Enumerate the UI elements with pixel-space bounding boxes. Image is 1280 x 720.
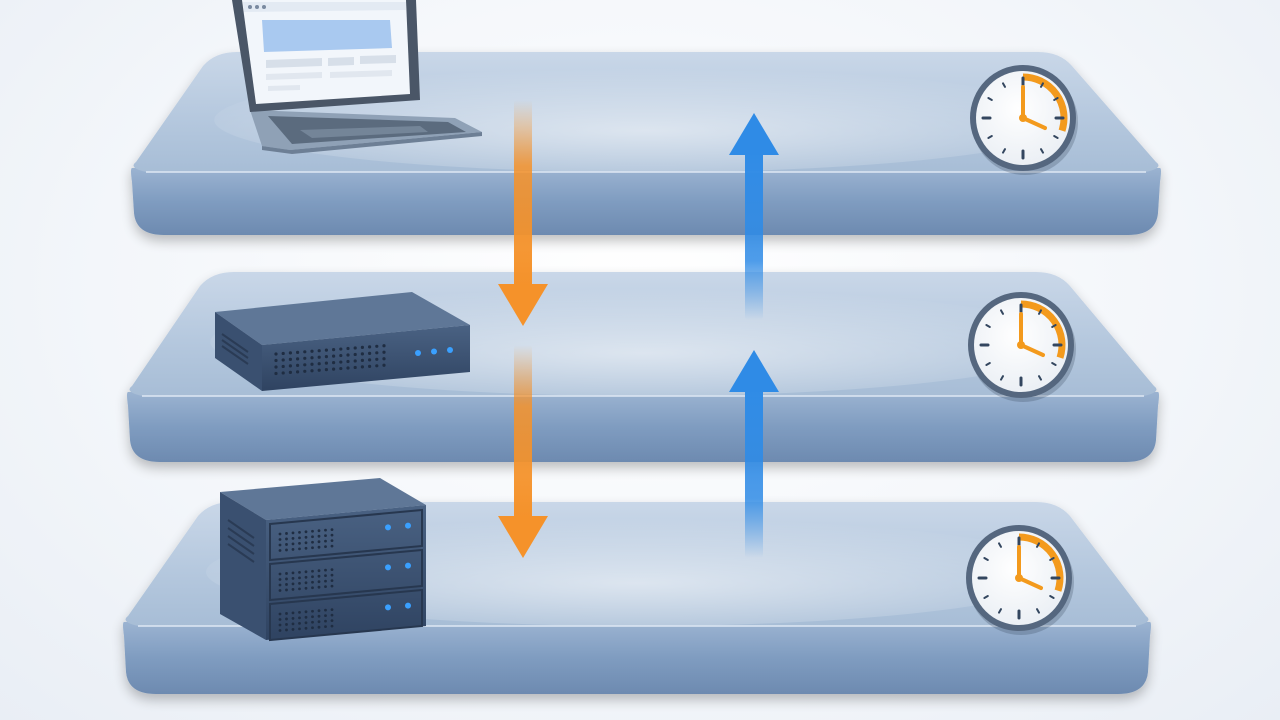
network-appliance-icon [215,292,470,391]
status-led [431,348,437,355]
clock-icon [966,525,1074,635]
platform-side [123,622,1151,694]
status-led [447,347,453,353]
status-led [385,524,391,531]
clock-icon [968,292,1076,402]
request-arrow-down-1 [498,100,548,326]
laptop-icon [232,0,482,154]
clock-icon [970,65,1078,175]
request-arrow-down-2 [498,345,548,558]
status-led [385,564,391,571]
platform-side [131,168,1161,235]
status-led [415,350,421,356]
elapsed-time-arc [1018,533,1064,592]
platform-highlight [214,67,1078,173]
status-led [405,562,411,569]
response-arrow-up-2 [729,350,779,558]
response-arrow-up-1 [729,113,779,320]
status-led [385,604,391,611]
status-led [405,602,411,609]
elapsed-time-arc [1020,300,1066,359]
status-led [405,522,411,529]
server-rack-icon [220,478,426,642]
platform-side [127,392,1159,462]
elapsed-time-arc [1022,73,1068,132]
